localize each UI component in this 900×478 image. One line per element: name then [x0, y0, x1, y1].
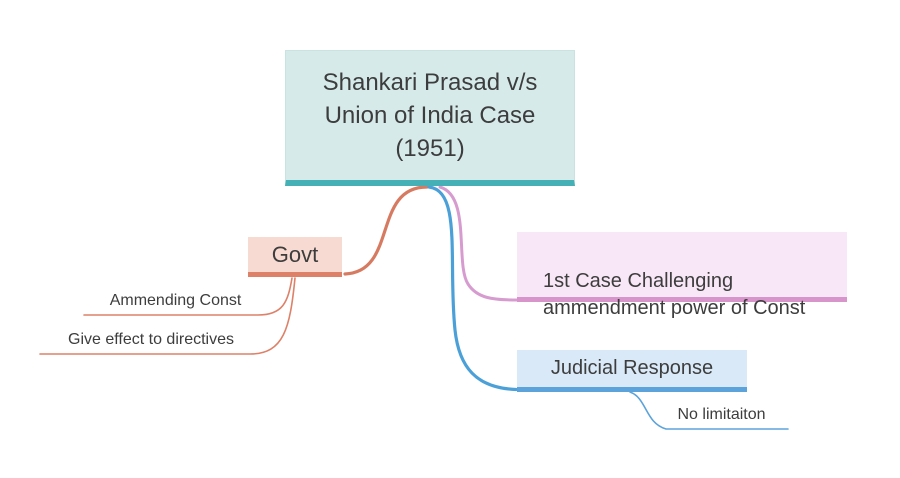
node-first-case-label: 1st Case Challenging ammendment power of… [543, 270, 806, 319]
branch-curve-govt-ammending [83, 277, 293, 316]
branch-curve-judicial-no-limitation [629, 391, 789, 430]
node-root-label: Shankari Prasad v/s Union of India Case … [322, 69, 538, 162]
node-govt[interactable]: Govt [248, 237, 342, 277]
node-govt-label: Govt [271, 241, 319, 267]
node-give-effect-directives-label: Give effect to directives [68, 331, 234, 348]
branch-curve-govt-give-effect [39, 277, 296, 355]
node-ammending-const-label: Ammending Const [109, 292, 242, 309]
node-no-limitation-label: No limitaiton [677, 406, 766, 423]
node-first-case-challenging[interactable]: 1st Case Challenging ammendment power of… [517, 232, 847, 319]
node-give-effect-directives[interactable]: Give effect to directives [40, 331, 262, 349]
node-root-case-title[interactable]: Shankari Prasad v/s Union of India Case … [285, 50, 575, 186]
branch-curve-root-first-case [438, 185, 519, 302]
branch-curve-root-judicial [427, 185, 518, 392]
node-ammending-const[interactable]: Ammending Const [84, 292, 267, 310]
node-no-limitation[interactable]: No limitaiton [655, 406, 788, 424]
node-judicial-label: Judicial Response [550, 357, 714, 379]
node-judicial-response[interactable]: Judicial Response [517, 350, 747, 392]
branch-curve-root-govt [343, 185, 429, 276]
